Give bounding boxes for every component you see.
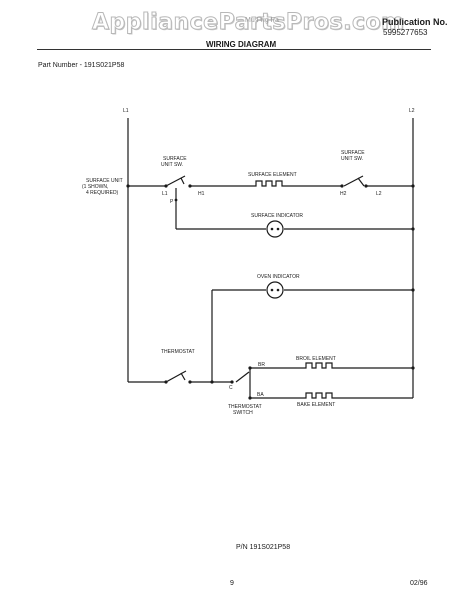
label-l1-bus: L1: [123, 108, 129, 114]
footer-part-number: P/N 191S021P58: [236, 544, 291, 551]
label-bake-element: BAKE ELEMENT: [297, 402, 335, 408]
header-rule: [37, 49, 431, 50]
label-surface-element: SURFACE ELEMENT: [248, 172, 297, 178]
terminal-dot-h2: [340, 184, 344, 188]
label-terminal-br: BR: [258, 362, 265, 368]
surface-switch-right-blade: [343, 175, 364, 187]
diagram-title: WIRING DIAGRAM: [206, 40, 277, 49]
terminal-dot-ba: [248, 396, 252, 400]
publication-label: Publication No.: [382, 17, 448, 27]
terminal-dot-br: [248, 366, 252, 370]
broil-element-coil: [302, 362, 336, 369]
label-surface-indicator: SURFACE INDICATOR: [251, 213, 303, 219]
junction-dot: [411, 288, 415, 292]
junction-dot: [411, 366, 415, 370]
bake-element-coil: [302, 392, 336, 399]
watermark: AppliancePartsPros.com: [92, 10, 405, 36]
terminal-dot-l1: [164, 184, 168, 188]
surface-switch-left-hook: [180, 177, 185, 185]
terminal-dot-thermo-right: [188, 380, 192, 384]
label-surface-switch-right-2: UNIT SW.: [341, 156, 363, 162]
publication-number: 5995277653: [383, 28, 428, 37]
label-surface-unit-note-3: 4 REQUIRED): [86, 190, 119, 196]
label-thermostat: THERMOSTAT: [161, 349, 195, 355]
junction-dot: [411, 184, 415, 188]
surface-indicator-lamp: [266, 220, 284, 238]
label-thermostat-switch-2: SWITCH: [233, 410, 253, 416]
footer-date: 02/96: [410, 580, 428, 587]
junction-dot: [210, 380, 214, 384]
junction-dot: [126, 184, 130, 188]
label-terminal-h1: H1: [198, 191, 205, 197]
surface-switch-left-blade: [165, 175, 186, 187]
label-surface-switch-left-2: UNIT SW.: [161, 162, 183, 168]
terminal-dot-thermo-left: [164, 380, 168, 384]
label-surface-unit-note-1: SURFACE UNIT: [86, 178, 123, 184]
header-faint-text: Mu Frig Fa: [245, 17, 279, 24]
thermostat-switch-blade: [235, 371, 250, 383]
junction-dot: [411, 227, 415, 231]
label-surface-switch-left-1: SURFACE: [163, 156, 187, 162]
label-terminal-ba: BA: [257, 392, 264, 398]
thermostat-hook: [180, 372, 186, 381]
surface-element-coil: [252, 180, 286, 187]
label-l2-bus: L2: [409, 108, 415, 114]
label-terminal-p: P: [170, 199, 174, 205]
terminal-dot-c: [230, 380, 234, 384]
label-oven-indicator: OVEN INDICATOR: [257, 274, 300, 280]
surface-switch-right-hook: [357, 177, 365, 187]
thermostat-blade: [165, 370, 187, 383]
label-terminal-l2: L2: [376, 191, 382, 197]
part-number: Part Number - 191S021P58: [38, 62, 125, 69]
label-broil-element: BROIL ELEMENT: [296, 356, 336, 362]
terminal-dot-h1: [188, 184, 192, 188]
oven-indicator-lamp: [266, 281, 284, 299]
label-terminal-h2: H2: [340, 191, 347, 197]
terminal-dot-p: [174, 198, 178, 202]
label-thermostat-switch-1: THERMOSTAT: [228, 404, 262, 410]
label-terminal-c: C: [229, 385, 233, 391]
label-surface-switch-right-1: SURFACE: [341, 150, 365, 156]
label-surface-unit-note-2: (1 SHOWN,: [82, 184, 108, 190]
footer-page-number: 9: [230, 580, 234, 587]
label-terminal-l1: L1: [162, 191, 168, 197]
terminal-dot-l2: [364, 184, 368, 188]
